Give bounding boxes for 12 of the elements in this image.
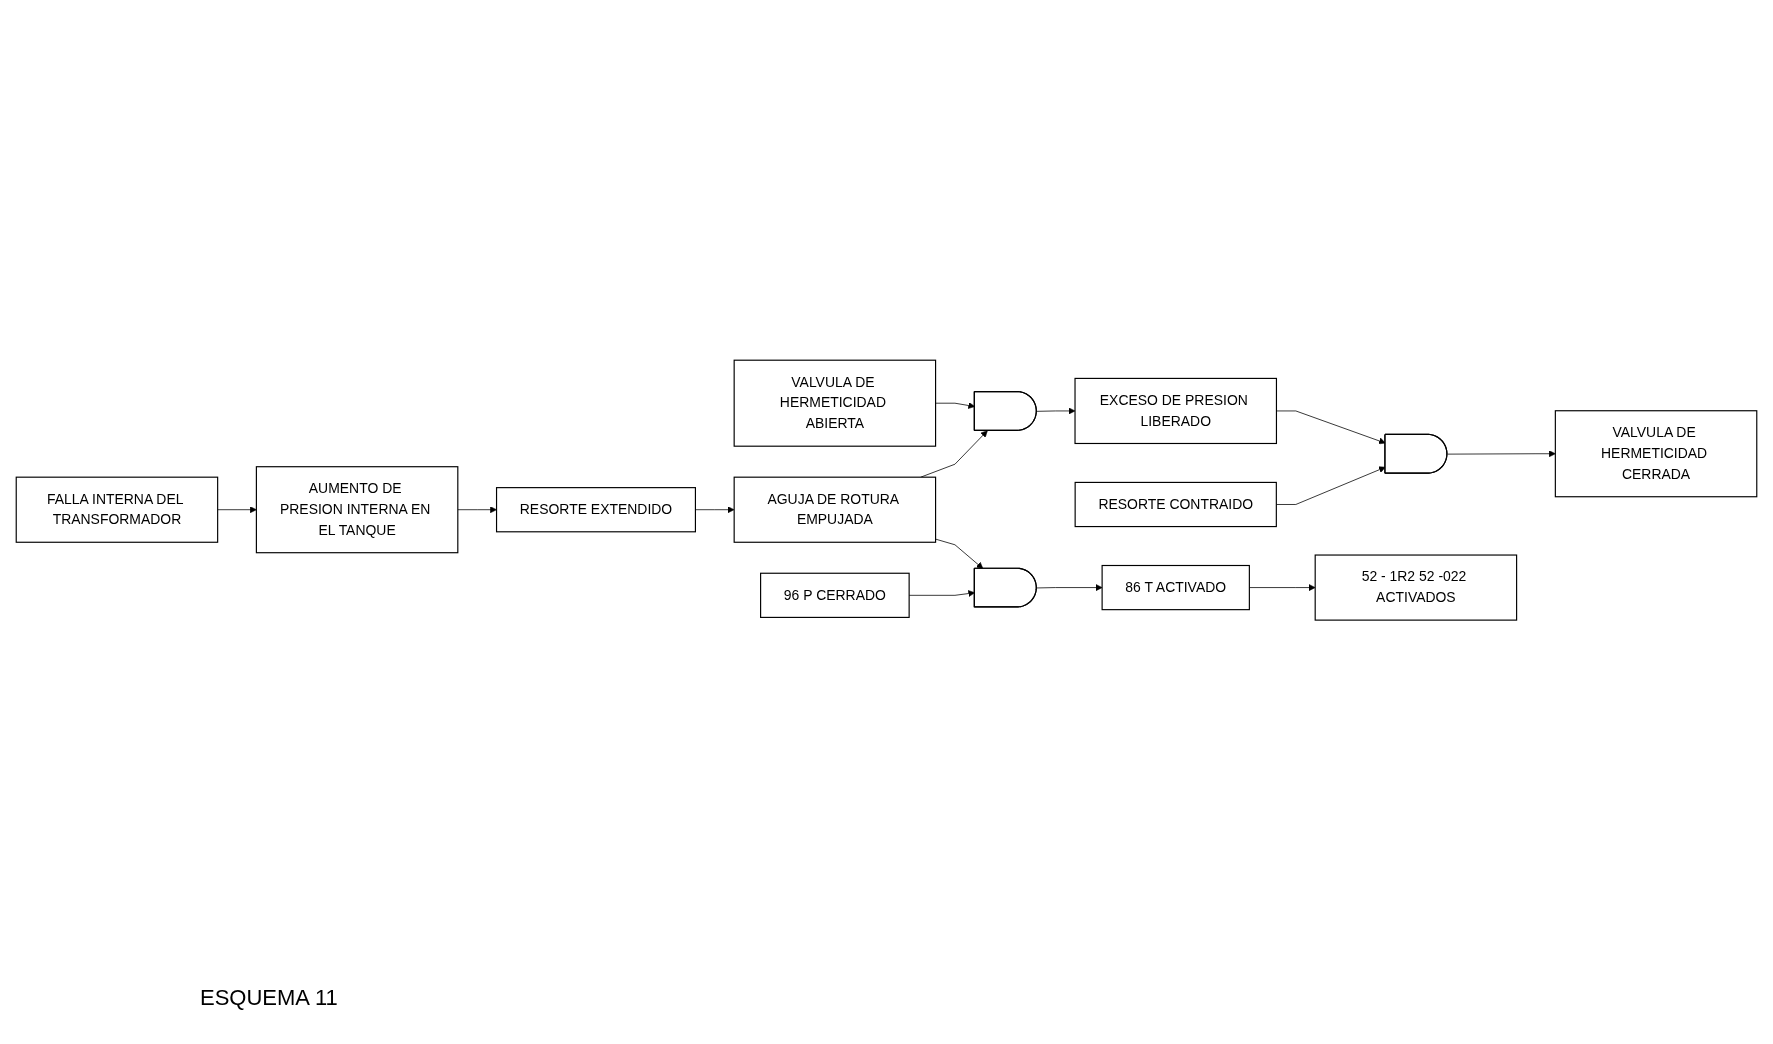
node-box: RESORTE EXTENDIDO	[495, 486, 696, 533]
node-box: VALVULA DE HERMETICIDAD CERRADA	[1554, 410, 1758, 498]
node-box: AUMENTO DE PRESION INTERNA EN EL TANQUE	[255, 466, 459, 554]
node-box: 86 T ACTIVADO	[1101, 564, 1250, 611]
node-box: RESORTE CONTRAIDO	[1074, 481, 1277, 527]
node-box: 96 P CERRADO	[760, 572, 910, 618]
node-box: FALLA INTERNA DEL TRANSFORMADOR	[15, 476, 219, 543]
node-box: VALVULA DE HERMETICIDAD ABIERTA	[733, 359, 937, 447]
node-box: EXCESO DE PRESION LIBERADO	[1074, 377, 1278, 444]
node-box: 52 - 1R2 52 -022 ACTIVADOS	[1314, 554, 1518, 621]
node-box: AGUJA DE ROTURA EMPUJADA	[733, 476, 937, 543]
diagram-label: ESQUEMA 11	[200, 985, 338, 1010]
